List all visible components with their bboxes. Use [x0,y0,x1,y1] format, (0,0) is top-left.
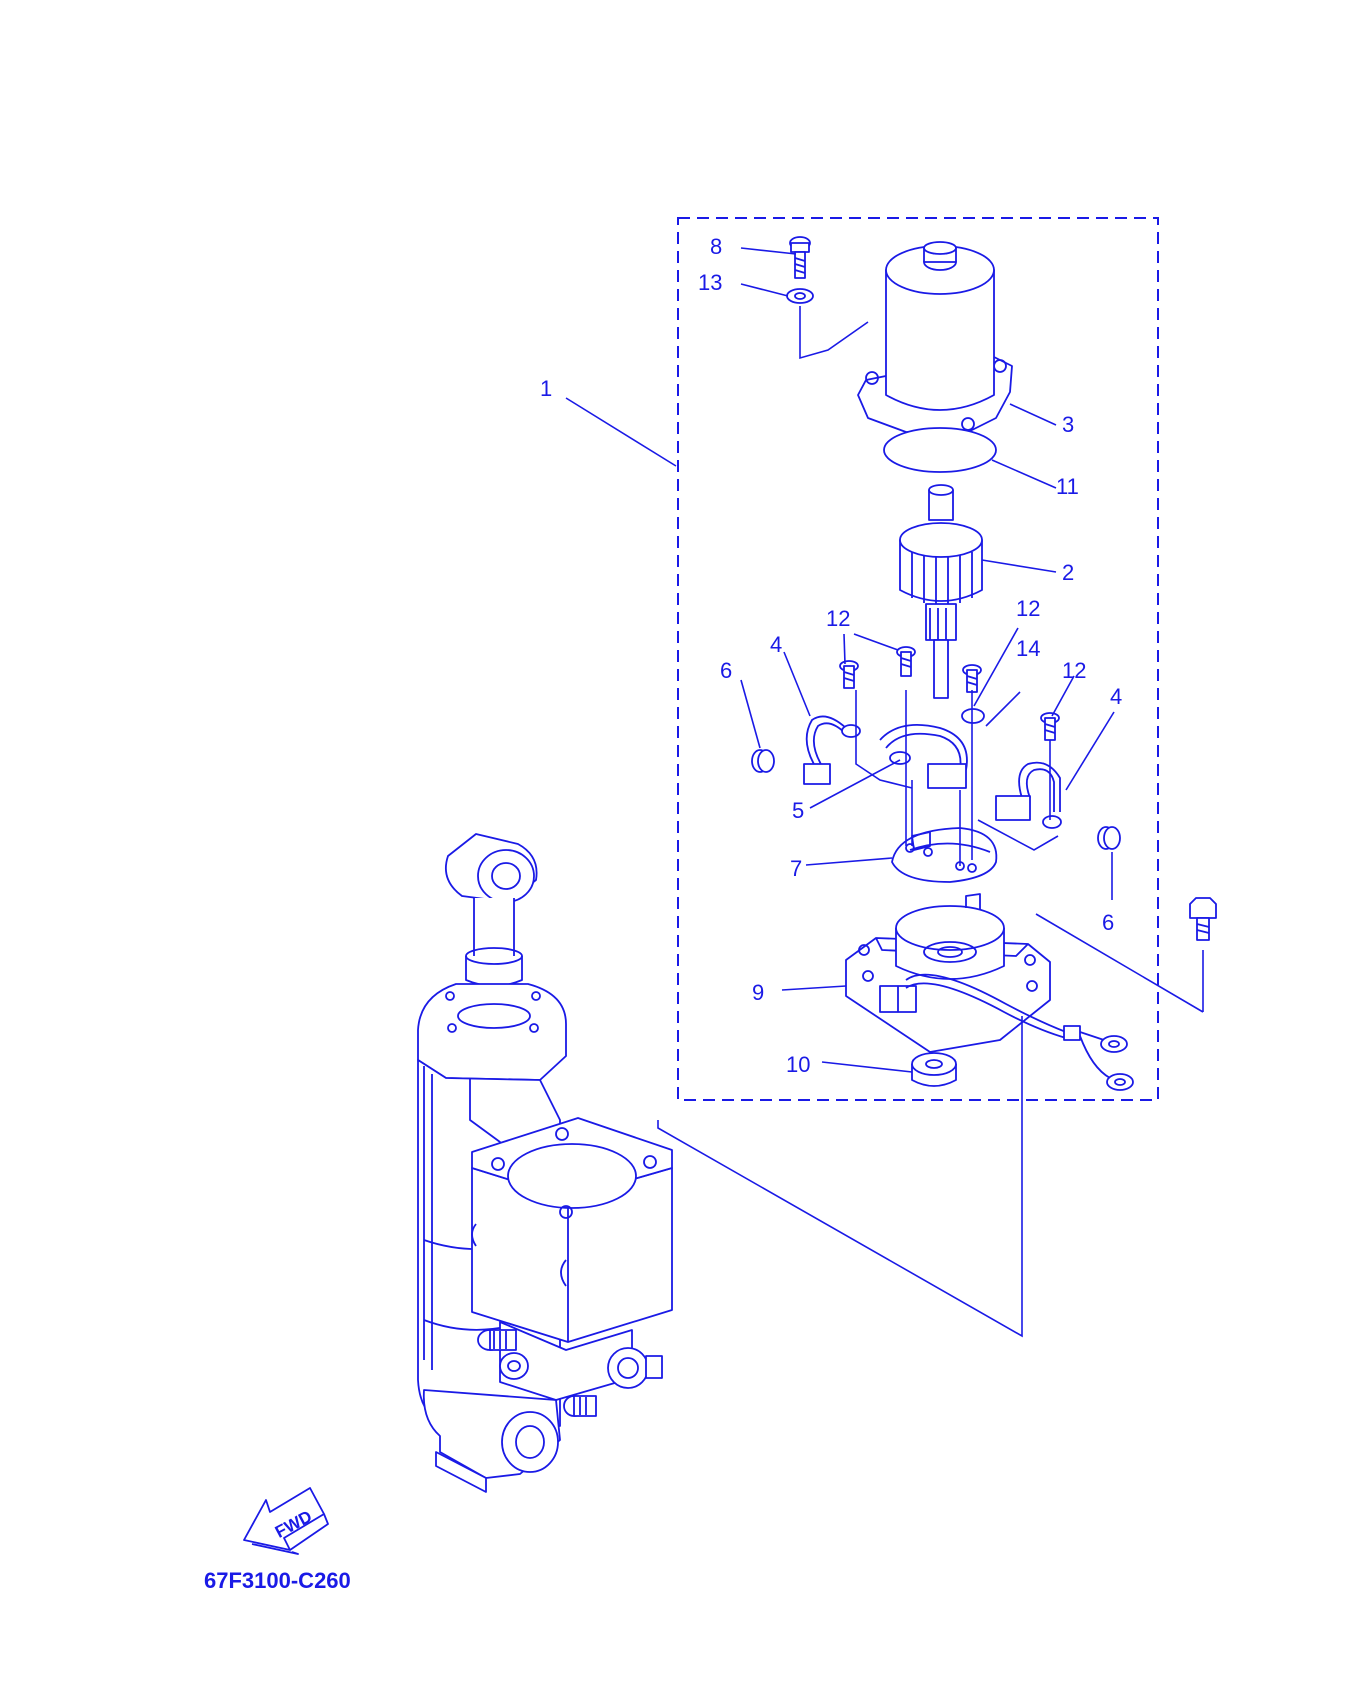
callout-2: 2 [1062,560,1074,585]
power-trim-tilt-unit [417,833,673,1493]
callout-14: 14 [1016,636,1040,661]
part-6-spring-left [751,749,775,773]
part-6-spring-right [1097,826,1121,850]
part-13-washer [786,288,814,304]
part-11-o-ring [883,427,997,473]
part-4-brush-right [995,761,1062,829]
callout-1: 1 [540,376,552,401]
part-10-grommet [911,1052,957,1087]
callout-4-left: 4 [770,632,782,657]
part-4-brush-left [803,715,861,785]
callout-12-a: 12 [826,606,850,631]
motor-assembly-group-outline [677,217,1159,1101]
callout-4-right: 4 [1110,684,1122,709]
callout-7: 7 [790,856,802,881]
callout-6-right: 6 [1102,910,1114,935]
fwd-arrow-icon: FWD [243,1487,329,1555]
part-12-screw-a [839,660,859,689]
callout-8: 8 [710,234,722,259]
callout-5: 5 [792,798,804,823]
callout-3: 3 [1062,412,1074,437]
callout-12-c: 12 [1062,658,1086,683]
callout-6-left: 6 [720,658,732,683]
callout-11: 11 [1056,474,1079,499]
callout-9: 9 [752,980,764,1005]
part-9-end-housing [845,893,1134,1091]
callout-13: 13 [698,270,722,295]
part-8-bolt [789,236,811,279]
part-2-armature [899,484,983,699]
part-3-motor-yoke [857,241,1013,433]
external-bolt [1189,897,1217,941]
part-14-washer [961,708,985,724]
part-12-screw-c [962,664,982,693]
callout-12-b: 12 [1016,596,1040,621]
brush-holder-wire [879,723,968,789]
part-12-screw-d [1040,712,1060,741]
callout-10: 10 [786,1052,810,1077]
part-7-brush-plate [891,827,998,883]
drawing-code: 67F3100-C260 [204,1568,351,1593]
part-12-screw-b [896,646,916,677]
